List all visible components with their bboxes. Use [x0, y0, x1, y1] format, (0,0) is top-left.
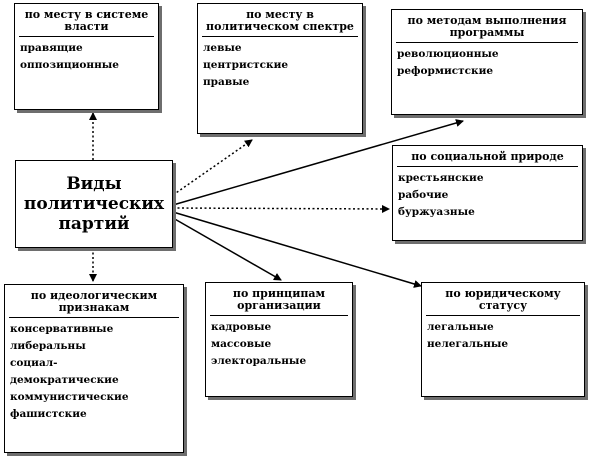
list-item: оппозиционные: [20, 59, 119, 71]
box-organization: по принципам организации кадровые массовые…: [205, 282, 353, 397]
item-list: революционные реформистские: [392, 43, 582, 80]
box-power: по месту в системе власти правящие оппозиц…: [14, 3, 159, 110]
box-heading: по идеологическим признакам: [30, 289, 158, 314]
arrow-to-legal: [172, 211, 422, 288]
item-list: консервативные либеральны социал-демократи…: [5, 318, 183, 423]
box-heading: по принципам организации: [232, 287, 326, 312]
heading-underline: [426, 315, 580, 316]
list-item: фашистские: [10, 408, 87, 420]
item-list: крестьянские рабочие буржуазные: [393, 167, 582, 221]
box-heading: по месту в системе власти: [24, 8, 149, 33]
list-item: консервативные: [10, 323, 114, 335]
list-item: либеральны: [10, 340, 86, 352]
item-list: левые центристские правые: [198, 37, 362, 91]
box-methods: по методам выполнения программы революцио…: [391, 9, 583, 115]
arrow-to-org: [172, 217, 282, 281]
list-item: реформистские: [397, 65, 494, 77]
box-social: по социальной природе крестьянские рабочие…: [392, 145, 583, 241]
box-heading: по социальной природе: [411, 150, 564, 163]
heading-underline: [9, 317, 179, 318]
list-item: центристские: [203, 59, 289, 71]
heading-underline: [202, 36, 358, 37]
box-heading: по юридическому статусу: [445, 287, 561, 312]
heading-underline: [397, 166, 578, 167]
box-spectrum: по месту в политическом спектре левые цент…: [197, 3, 363, 134]
center-node: Виды политических партий: [15, 160, 173, 248]
center-title: Виды политических партий: [23, 174, 165, 234]
box-heading: по месту в политическом спектре: [206, 8, 354, 33]
item-list: легальные нелегальные: [422, 316, 584, 353]
item-list: кадровые массовые электоральные: [206, 316, 352, 370]
list-item: легальные: [427, 321, 494, 333]
item-list: правящие оппозиционные: [15, 37, 158, 74]
box-ideology: по идеологическим признакам консервативны…: [4, 284, 184, 453]
heading-underline: [396, 42, 578, 43]
list-item: электоральные: [211, 355, 307, 367]
list-item: социал-: [10, 357, 58, 369]
arrow-to-methods: [172, 119, 464, 206]
list-item: рабочие: [398, 189, 449, 201]
arrow-to-spectrum: [172, 139, 253, 196]
list-item: левые: [203, 42, 242, 54]
list-item: правые: [203, 76, 250, 88]
arrow-to-social: [172, 204, 390, 213]
list-item: демократические: [10, 374, 119, 386]
list-item: правящие: [20, 42, 83, 54]
list-item: нелегальные: [427, 338, 509, 350]
heading-underline: [19, 36, 154, 37]
list-item: кадровые: [211, 321, 272, 333]
list-item: буржуазные: [398, 206, 475, 218]
box-legal-status: по юридическому статусу легальные нелегаль…: [421, 282, 585, 397]
list-item: крестьянские: [398, 172, 484, 184]
heading-underline: [210, 315, 348, 316]
list-item: коммунистические: [10, 391, 129, 403]
list-item: революционные: [397, 48, 499, 60]
box-heading: по методам выполнения программы: [407, 14, 567, 39]
list-item: массовые: [211, 338, 272, 350]
